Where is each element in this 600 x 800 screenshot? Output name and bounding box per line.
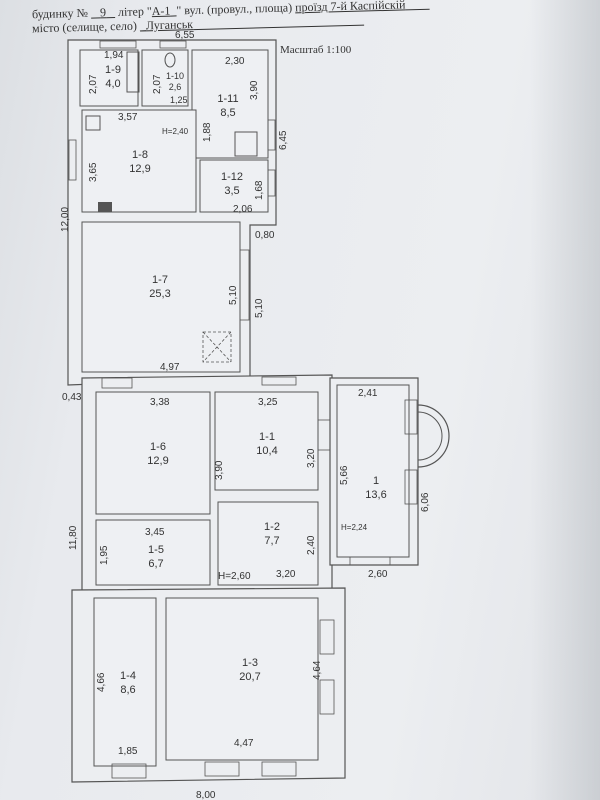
- dim: 0,43: [62, 392, 82, 403]
- room-1-11: [191, 49, 269, 159]
- room-id: 1-12: [221, 171, 243, 183]
- room-area: 12,9: [147, 455, 168, 467]
- dimension-labels: 6,55 1,94 2,30 2,07 2,07 1,25 3,57 3,90 …: [60, 30, 431, 800]
- room-id: 1-1: [259, 431, 275, 443]
- dim: 3,20: [306, 448, 317, 468]
- dim: 2,40: [306, 535, 317, 555]
- dim: 2,60: [368, 569, 388, 580]
- room-1-5: [95, 519, 211, 586]
- room-id: 1-4: [120, 670, 136, 682]
- dim: 2,07: [152, 74, 163, 94]
- dim: H=2,60: [218, 571, 251, 582]
- dim: 3,90: [249, 80, 260, 100]
- dim: 1,68: [254, 180, 265, 200]
- dim: 3,38: [150, 397, 170, 408]
- bathtub-icon: [126, 51, 140, 93]
- dim: 1,25: [170, 95, 188, 105]
- room-id: 1-11: [217, 93, 238, 105]
- dim: 3,25: [258, 397, 278, 408]
- porch-arc-inner: [417, 411, 443, 461]
- toilet-icon: [164, 52, 176, 68]
- room-1: [336, 384, 410, 558]
- room-area: 20,7: [239, 671, 260, 683]
- room-id: 1-10: [166, 71, 184, 81]
- dim: 4,64: [312, 660, 323, 680]
- dim: 1,94: [104, 50, 124, 61]
- room-1-6: [95, 391, 211, 515]
- room-id: 1-9: [105, 64, 121, 76]
- dim: 12,00: [60, 207, 71, 232]
- dim: 5,10: [228, 285, 239, 305]
- dim: 6,06: [420, 492, 431, 512]
- room-area: 25,3: [149, 288, 170, 300]
- room-1-3: [165, 597, 319, 761]
- stove-icon: [85, 115, 101, 131]
- room-area: 12,9: [129, 163, 150, 175]
- room-1-12: [199, 159, 269, 213]
- room-area: 8,5: [220, 107, 235, 119]
- page-edge-shadow: [530, 0, 600, 800]
- dim: 3,65: [88, 162, 99, 182]
- dim: H=2,24: [341, 523, 368, 532]
- boiler-icon: [98, 202, 112, 212]
- dim: 0,80: [255, 230, 275, 241]
- dim: 4,66: [96, 672, 107, 692]
- dim: 3,57: [118, 112, 138, 123]
- room-area: 4,0: [105, 78, 120, 90]
- room-labels: 1-94,0 1-102,6 1-118,5 1-812,9 1-123,5 1…: [105, 64, 387, 696]
- dim: 4,97: [160, 362, 180, 373]
- dim: 1,88: [202, 122, 213, 142]
- dim: 6,55: [175, 30, 195, 41]
- dim: 3,45: [145, 527, 165, 538]
- dim: 2,07: [88, 74, 99, 94]
- dim: 3,20: [276, 569, 296, 580]
- room-1-1: [214, 391, 319, 491]
- stair-hatch: [202, 331, 232, 363]
- room-area: 10,4: [256, 445, 277, 457]
- room-area: 2,6: [169, 82, 182, 92]
- dim: 5,10: [254, 298, 265, 318]
- dim: 2,30: [225, 56, 245, 67]
- sink-icon: [234, 131, 258, 157]
- room-id: 1-7: [152, 274, 168, 286]
- room-area: 13,6: [365, 489, 386, 501]
- room-id: 1-2: [264, 521, 280, 533]
- room-id: 1-5: [148, 544, 164, 556]
- dim: 2,06: [233, 204, 253, 215]
- room-id: 1-8: [132, 149, 148, 161]
- windows: [68, 40, 418, 779]
- dim: H=2,40: [162, 127, 189, 136]
- dim: 11,80: [68, 525, 79, 550]
- room-1-8: [81, 109, 197, 213]
- dim: 5,66: [339, 465, 350, 485]
- scale-label: Масштаб 1:100: [280, 44, 352, 56]
- dim: 8,00: [196, 790, 216, 800]
- room-area: 6,7: [148, 558, 163, 570]
- dim: 2,41: [358, 388, 378, 399]
- dim: 1,85: [118, 746, 138, 757]
- room-1-2: [217, 501, 319, 586]
- room-area: 7,7: [264, 535, 279, 547]
- room-id: 1-3: [242, 657, 258, 669]
- room-id: 1-6: [150, 441, 166, 453]
- dim: 6,45: [278, 130, 289, 150]
- room-id: 1: [373, 475, 379, 487]
- room-area: 3,5: [224, 185, 239, 197]
- dim: 4,47: [234, 738, 254, 749]
- room-area: 8,6: [120, 684, 135, 696]
- dim: 3,90: [214, 460, 225, 480]
- dim: 1,95: [99, 545, 110, 565]
- room-1-7: [81, 221, 241, 373]
- room-1-4: [93, 597, 157, 767]
- room-1-9: [79, 49, 139, 107]
- porch-arc: [417, 404, 450, 468]
